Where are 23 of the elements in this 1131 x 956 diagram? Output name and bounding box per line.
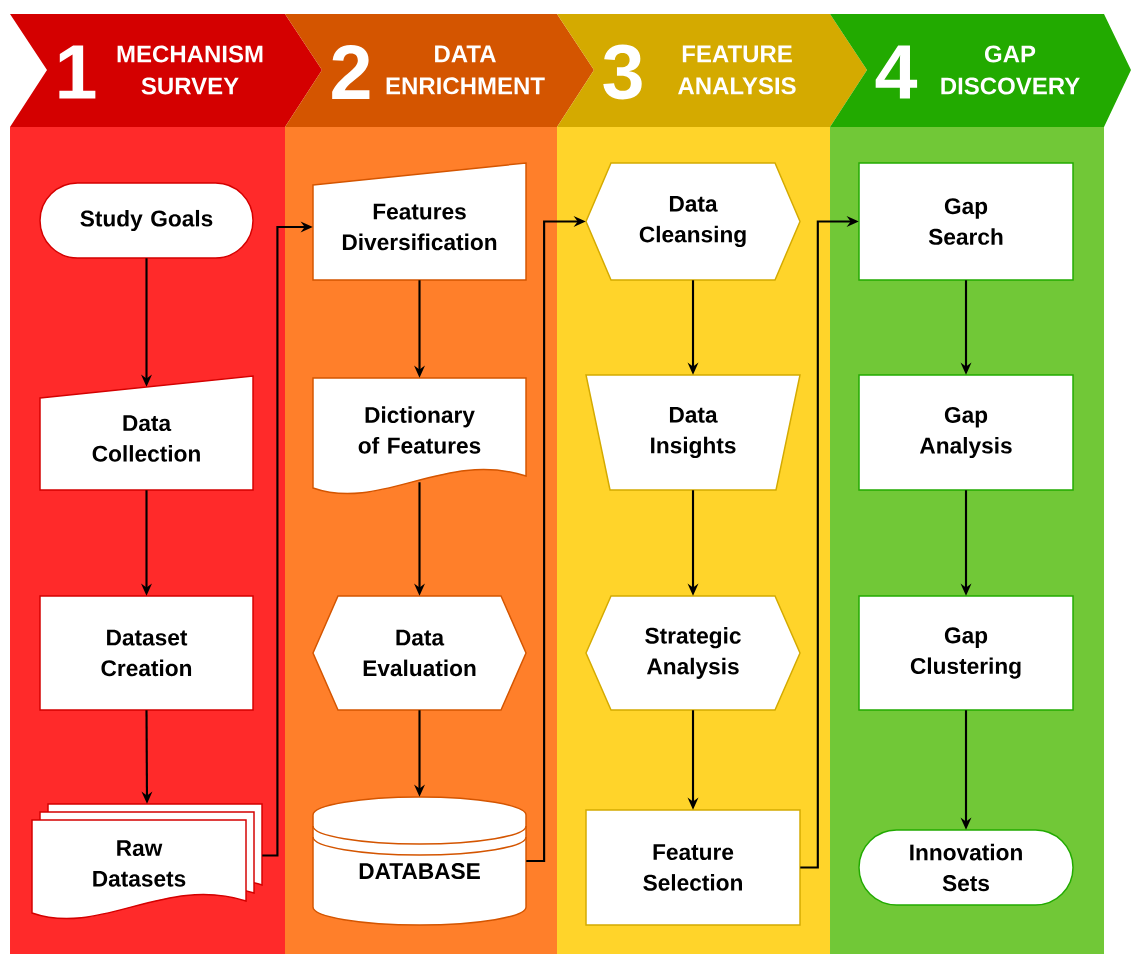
step-number: 4 [875, 45, 918, 99]
node-label: Gap Search [928, 198, 1003, 245]
node-label: Data Evaluation [363, 629, 476, 677]
node-label: Strategic Analysis [645, 627, 741, 679]
step-number: 2 [332, 45, 370, 99]
node-label: Dictionary of Features [358, 406, 481, 454]
node-label: Gap Clustering [910, 627, 1021, 679]
node-label: Features Diversification [342, 203, 497, 251]
step-number: 3 [603, 44, 642, 100]
node-label: Data Insights [651, 406, 736, 459]
node-label: Data Cleansing [639, 195, 746, 248]
step-title: MECHANISM SURVEY [117, 45, 263, 95]
node-label: Feature Selection [643, 844, 742, 891]
node-label: DATABASE [359, 863, 480, 880]
step-title: DATA ENRICHMENT [386, 45, 545, 95]
step-title: GAP DISCOVERY [941, 45, 1080, 95]
node-label: Data Collection [92, 415, 200, 462]
node-label: Innovation Sets [910, 843, 1022, 892]
node-label: Study Goals [80, 209, 213, 232]
node-label: Dataset Creation [101, 629, 192, 677]
step-title: FEATURE ANALYSIS [678, 45, 796, 95]
node-label: Gap Analysis [919, 406, 1012, 459]
step-number: 1 [59, 45, 96, 99]
